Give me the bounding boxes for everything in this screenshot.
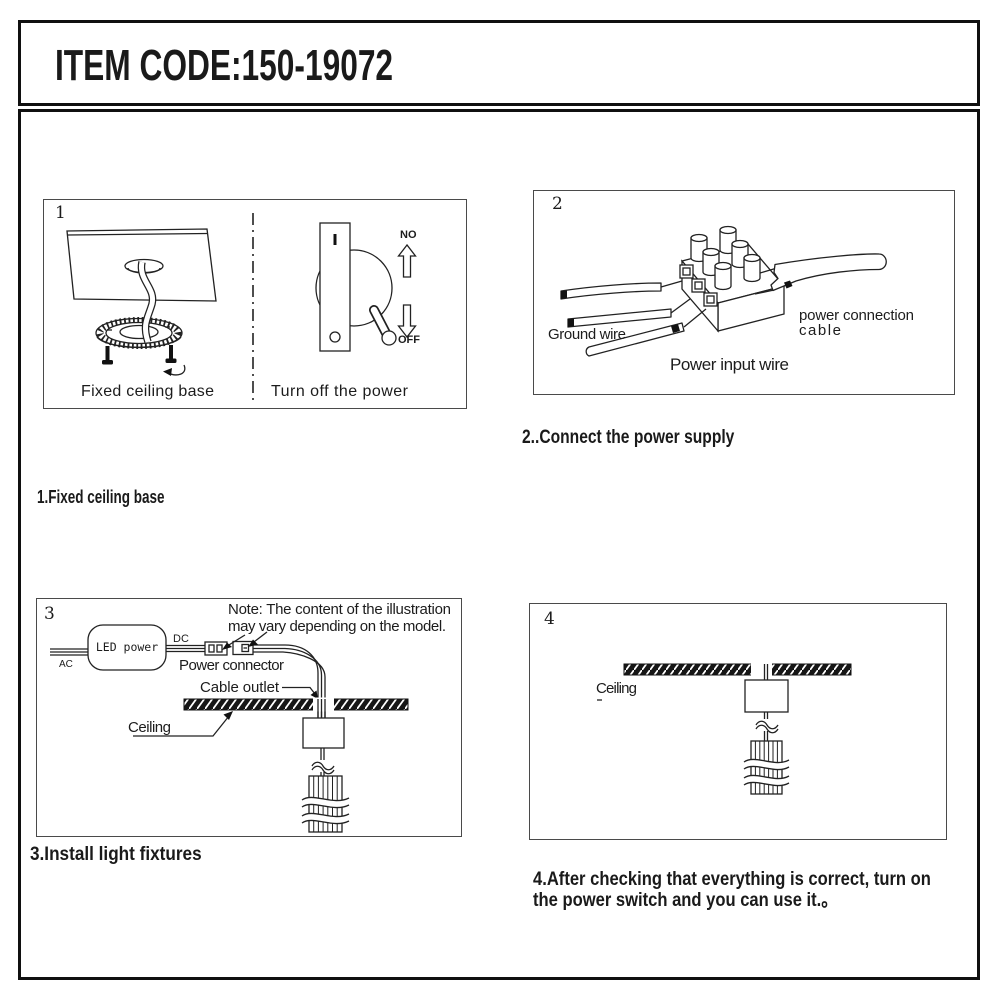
panel4-figure: 4 Ceiling <box>529 603 947 840</box>
lamp-shade <box>301 775 350 833</box>
power-connection-label-2: cable <box>799 322 841 339</box>
ceiling-bar <box>623 662 852 680</box>
ceiling-label: Ceiling <box>596 680 637 697</box>
ceiling-leader <box>133 711 233 737</box>
note-line2: may vary depending on the model. <box>228 618 446 635</box>
power-input-label: Power input wire <box>670 355 789 374</box>
switch-off-label: OFF <box>398 334 420 346</box>
ground-wire-label: Ground wire <box>548 326 626 343</box>
cable-outlet-label: Cable outlet <box>200 679 280 696</box>
step4-caption: 4.After checking that everything is corr… <box>533 869 1000 911</box>
header-box: ITEM CODE:150-19072 <box>18 20 980 106</box>
input-wires <box>560 280 707 357</box>
item-code-title: ITEM CODE:150-19072 <box>55 41 394 90</box>
mounting-base <box>95 317 183 349</box>
turn-off-caption: Turn off the power <box>271 383 409 400</box>
ac-label: AC <box>59 659 73 670</box>
canopy <box>744 679 789 713</box>
hanging-cable <box>137 261 157 344</box>
led-power-label: LED power <box>96 640 158 654</box>
panel1-figure: 1 <box>43 199 467 409</box>
terminal-block <box>679 225 786 333</box>
cable-outlet-leader <box>282 686 318 699</box>
ribbon-cable <box>253 644 326 718</box>
panel3-number: 3 <box>44 604 55 624</box>
panel4-number: 4 <box>544 609 555 629</box>
step4-caption-line1: 4.After checking that everything is corr… <box>533 868 931 890</box>
dc-label: DC <box>173 633 189 645</box>
panel3-figure: 3 LED power AC DC <box>36 598 462 837</box>
lamp-shade <box>743 740 790 795</box>
power-switch <box>315 222 397 352</box>
arrow-down-icon <box>397 304 417 339</box>
switch-off-mark <box>329 331 341 343</box>
step2-caption: 2..Connect the power supply <box>522 426 735 448</box>
step3-caption: 3.Install light fixtures <box>30 843 202 865</box>
power-connection-label-1: power connection <box>799 307 914 324</box>
led-driver: LED power AC DC <box>50 624 205 671</box>
switch-direction-arrows: NO OFF <box>397 229 420 346</box>
panel2-number: 2 <box>552 194 563 214</box>
drop-wire <box>311 748 335 776</box>
fixed-base-caption: Fixed ceiling base <box>81 383 214 400</box>
power-connection-cable <box>754 253 887 295</box>
mounting-screws <box>102 345 186 376</box>
step4-caption-line2: the power switch and you can use it.。 <box>533 889 838 911</box>
panel1-number: 1 <box>55 203 66 223</box>
switch-on-mark <box>333 234 337 245</box>
canopy <box>302 717 345 749</box>
panel2-figure: 2 <box>533 190 955 395</box>
power-connector-plugs <box>204 640 254 656</box>
ceiling-bar <box>183 697 409 718</box>
step1-caption: 1.Fixed ceiling base <box>37 487 165 507</box>
note-line1: Note: The content of the illustration <box>228 601 451 618</box>
note-arrows <box>222 631 268 650</box>
drop-wire <box>755 712 779 741</box>
power-connector-label: Power connector <box>179 657 284 674</box>
switch-no-label: NO <box>400 229 417 241</box>
terminal-screws <box>690 225 761 291</box>
ceiling-label: Ceiling <box>128 719 171 736</box>
arrow-up-icon <box>397 243 417 278</box>
